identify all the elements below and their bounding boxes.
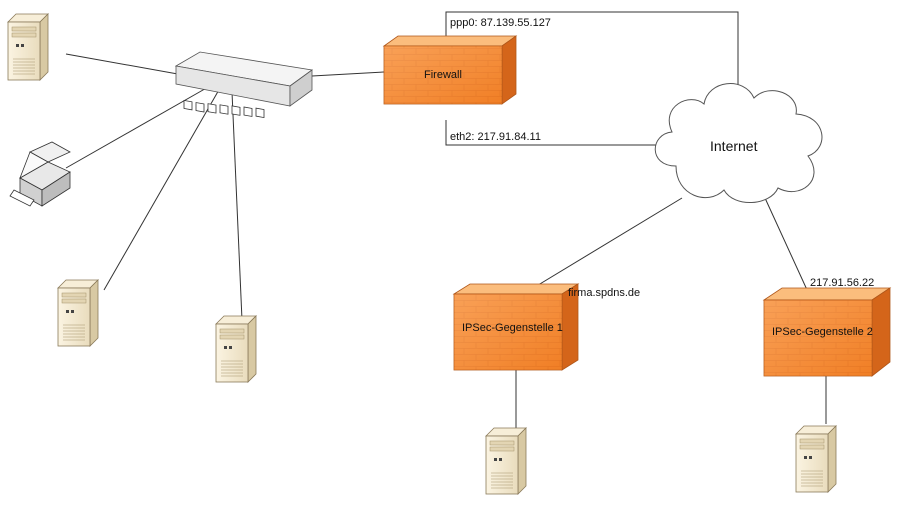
ppp0-address: ppp0: 87.139.55.127 (450, 17, 551, 29)
link-eth2 (445, 120, 668, 146)
printer-icon (9, 141, 71, 207)
server-icon-3 (215, 315, 257, 383)
remote2-name: IPSec-Gegenstelle 2 (772, 326, 873, 338)
internet-label: Internet (710, 138, 758, 154)
cloud-icon (654, 83, 823, 203)
links (65, 11, 827, 432)
link-internet-remote1 (519, 197, 683, 297)
link-server3-switch (231, 91, 243, 321)
link-internet-remote2 (764, 197, 809, 293)
remote-firewall-2-icon (762, 287, 892, 377)
server-icon-2 (57, 279, 99, 347)
network-switch-icon (174, 51, 314, 119)
link-server2-switch (103, 87, 221, 291)
remote2-address: 217.91.56.22 (810, 277, 874, 289)
link-ppp0 (445, 11, 739, 86)
remote1-name: IPSec-Gegenstelle 1 (462, 322, 563, 334)
firewall-label: Firewall (424, 69, 462, 81)
link-printer-switch (65, 85, 211, 169)
link-switch-firewall (311, 71, 385, 77)
server-icon-1 (7, 13, 49, 81)
server-icon-4 (485, 427, 527, 495)
remote1-hostname: firma.spdns.de (568, 287, 640, 299)
remote-firewall-1-icon (452, 283, 580, 371)
server-icon-5 (795, 425, 837, 493)
eth2-address: eth2: 217.91.84.11 (450, 131, 541, 143)
